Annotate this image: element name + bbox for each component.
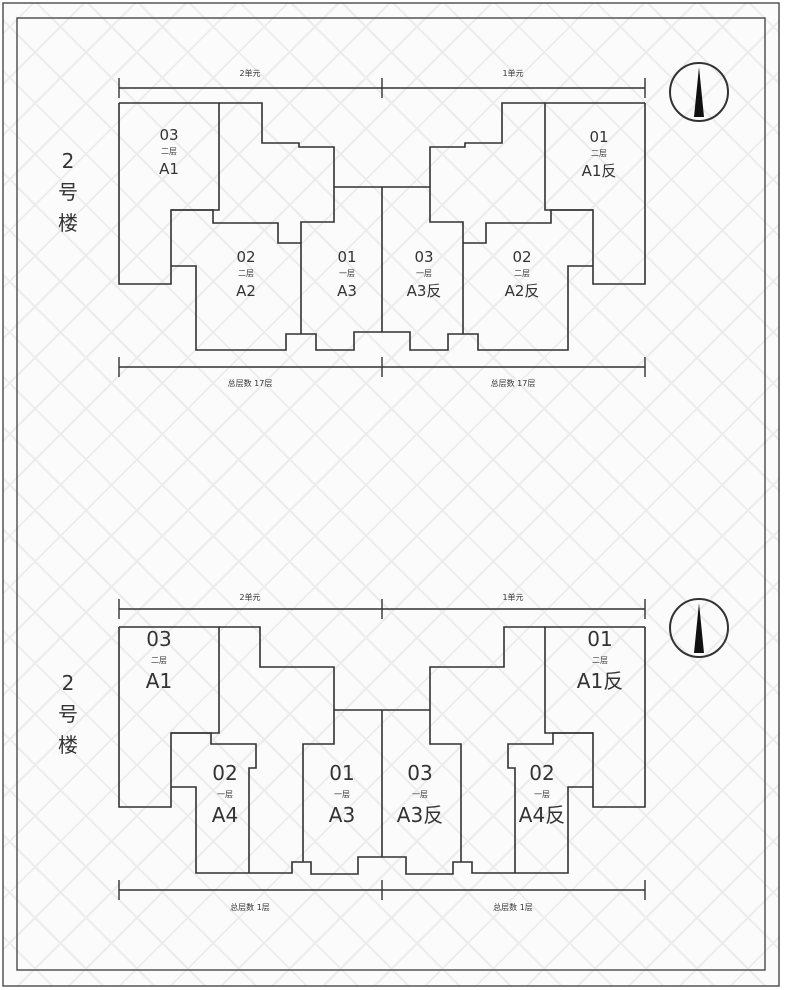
room-floor: 二层	[151, 656, 167, 665]
room-type: A1	[146, 669, 172, 693]
room-type: A4反	[519, 803, 565, 827]
north-arrow-circle	[669, 62, 729, 122]
room-type: A1反	[582, 162, 617, 180]
room-type: A3反	[397, 803, 443, 827]
unit-a1-wall	[118, 626, 220, 808]
room-type: A3	[329, 803, 355, 827]
room-number: 03	[414, 248, 433, 266]
room-number: 01	[589, 128, 608, 146]
room-type: A3	[337, 282, 357, 300]
building-label: 楼	[58, 733, 78, 757]
room-type: A3反	[407, 282, 442, 300]
room-number: 03	[146, 627, 171, 651]
lattice-background	[3, 3, 780, 986]
room-number: 02	[236, 248, 255, 266]
south-wall	[171, 786, 382, 875]
north-arrow-circle	[669, 598, 729, 658]
room-number: 03	[407, 761, 432, 785]
room-number: 02	[212, 761, 237, 785]
unit-a4-wall	[171, 732, 257, 873]
dimension-label: 1单元	[502, 68, 523, 78]
dimension-label: 2单元	[239, 68, 260, 78]
dimension-label: 总层数 1层	[493, 902, 533, 912]
building-label: 号	[58, 702, 78, 726]
room-floor: 一层	[412, 790, 428, 799]
core-wall-mirror	[429, 102, 545, 243]
room-floor: 一层	[339, 269, 355, 278]
room-number: 01	[587, 627, 612, 651]
south-wall-mirror	[382, 265, 593, 351]
room-type: A2反	[505, 282, 540, 300]
core-wall-mirror	[429, 626, 545, 862]
dimension-label: 总层数 17层	[491, 378, 536, 388]
room-floor: 二层	[592, 656, 608, 665]
building-label: 2	[62, 671, 75, 695]
dimension-label: 2单元	[239, 592, 260, 602]
room-floor: 一层	[416, 269, 432, 278]
room-number: 01	[329, 761, 354, 785]
room-number: 03	[159, 126, 178, 144]
inner-frame	[16, 17, 766, 971]
room-type: A1	[159, 160, 179, 178]
south-wall	[171, 265, 382, 351]
room-type: A4	[212, 803, 238, 827]
dimension-label: 总层数 17层	[228, 378, 273, 388]
room-floor: 二层	[591, 149, 607, 158]
room-type: A2	[236, 282, 256, 300]
room-floor: 二层	[161, 147, 177, 156]
dimension-label: 总层数 1层	[230, 902, 270, 912]
room-type: A1反	[577, 669, 623, 693]
building-label: 号	[58, 180, 78, 204]
unit-a4-wall-mirror	[507, 732, 593, 873]
room-number: 01	[337, 248, 356, 266]
unit-a2-wall	[171, 209, 302, 334]
room-floor: 二层	[238, 269, 254, 278]
room-floor: 一层	[334, 790, 350, 799]
building-label: 2	[62, 149, 75, 173]
room-floor: 一层	[534, 790, 550, 799]
unit-a1-wall-mirror	[544, 626, 646, 808]
core-wall	[219, 626, 335, 862]
north-arrow-icon	[694, 67, 704, 117]
core-wall	[219, 102, 335, 243]
building-label: 楼	[58, 211, 78, 235]
room-floor: 一层	[217, 790, 233, 799]
south-wall-mirror	[382, 786, 593, 875]
room-floor: 二层	[514, 269, 530, 278]
room-number: 02	[512, 248, 531, 266]
room-number: 02	[529, 761, 554, 785]
north-arrow-icon	[694, 603, 704, 653]
dimension-label: 1单元	[502, 592, 523, 602]
